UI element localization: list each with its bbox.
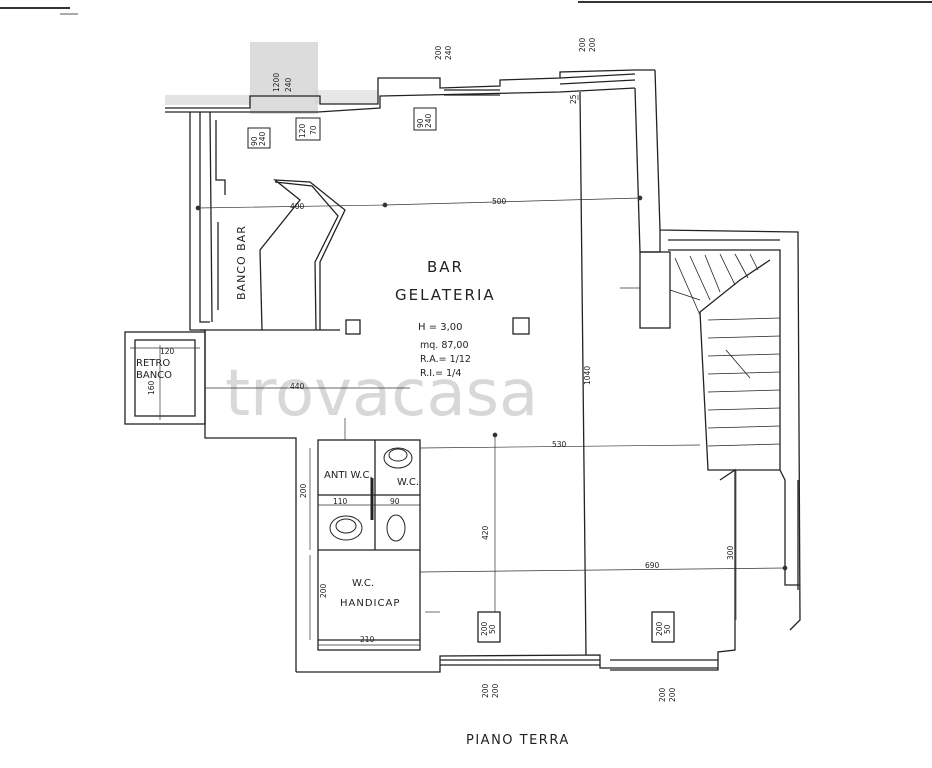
tag-90-240-a-1: 90 <box>250 136 259 146</box>
dim-420: 420 <box>481 525 490 540</box>
spec-height: H = 3,00 <box>418 322 463 333</box>
dim-110: 110 <box>333 497 348 506</box>
dim-1040: 1040 <box>583 366 592 385</box>
dim-210: 210 <box>360 635 375 644</box>
spec-area: mq. 87,00 <box>420 340 469 351</box>
room-label-wc-handicap-2: HANDICAP <box>340 598 400 609</box>
dim-200-b: 200 <box>319 583 328 598</box>
tag-200-50-b-1: 200 <box>655 621 664 636</box>
dim-300: 300 <box>726 545 735 560</box>
dim-top-200-a: 200 <box>434 45 443 60</box>
dim-top-240-b: 240 <box>284 77 293 92</box>
dim-120: 120 <box>160 347 175 356</box>
room-label-wc: W.C. <box>397 477 419 488</box>
dimension-labels: 400 500 440 530 1040 690 300 420 120 160… <box>147 37 735 702</box>
tag-200-50-a-1: 200 <box>480 621 489 636</box>
dim-25: 25 <box>569 94 578 104</box>
tag-90-240-a-2: 240 <box>258 131 267 146</box>
tag-200-50-b-2: 50 <box>663 624 672 634</box>
sink-icon <box>383 447 413 469</box>
dim-top-240-a: 240 <box>444 45 453 60</box>
dimension-lines <box>130 95 788 646</box>
watermark: trovacasa <box>225 357 538 431</box>
tag-120-70-1: 120 <box>298 123 307 138</box>
spec-ri: R.I.= 1/4 <box>420 368 461 379</box>
dim-bot-200-b2: 200 <box>668 687 677 702</box>
top-facade <box>165 42 378 114</box>
toilet-icon <box>386 514 406 542</box>
room-label-anti-wc: ANTI W.C. <box>324 470 373 481</box>
dim-440: 440 <box>290 382 305 391</box>
dim-bot-200-a1: 200 <box>481 683 490 698</box>
dim-90: 90 <box>390 497 400 506</box>
dim-top-200-c: 200 <box>588 37 597 52</box>
dim-top-1200: 1200 <box>272 73 281 92</box>
tag-90-240-b-1: 90 <box>416 118 425 128</box>
dim-160: 160 <box>147 380 156 395</box>
floor-title: PIANO TERRA <box>466 733 570 748</box>
tag-120-70-2: 70 <box>309 125 318 135</box>
walls <box>124 69 801 673</box>
window-tag-labels: 90 240 120 70 90 240 200 50 200 50 <box>250 113 672 636</box>
room-label-banco: BANCO <box>136 370 172 381</box>
dim-200-a: 200 <box>299 483 308 498</box>
dim-top-200-b: 200 <box>578 37 587 52</box>
room-label-wc-handicap-1: W.C. <box>352 578 374 589</box>
sink-icon-2 <box>329 515 363 541</box>
room-label-gelateria: GELATERIA <box>395 286 496 304</box>
dim-400: 400 <box>290 202 305 211</box>
tag-90-240-b-2: 240 <box>424 113 433 128</box>
tag-200-50-a-2: 50 <box>488 624 497 634</box>
dim-690: 690 <box>645 561 660 570</box>
room-label-retro: RETRO <box>136 358 170 369</box>
fixtures <box>329 447 413 542</box>
room-label-banco-bar: BANCO BAR <box>235 225 248 300</box>
room-label-bar: BAR <box>427 258 464 276</box>
window-tags <box>247 107 437 149</box>
dim-530: 530 <box>552 440 567 449</box>
dim-bot-200-b1: 200 <box>658 687 667 702</box>
spec-ra: R.A.= 1/12 <box>420 354 471 365</box>
dim-bot-200-a2: 200 <box>491 683 500 698</box>
dim-500: 500 <box>492 197 507 206</box>
